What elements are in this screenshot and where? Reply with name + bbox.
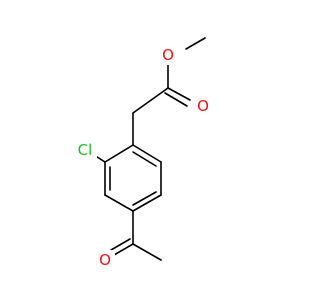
- bond-carbonyl-double-a: [167, 87, 191, 101]
- bond-ring-4-5: [132, 194, 162, 212]
- bond-ring-inner-2: [132, 191, 157, 206]
- bond-methyl-ester-o: [185, 37, 206, 50]
- structure-canvas: O O Cl O: [73, 37, 213, 270]
- molecule-diagram: O O Cl O: [73, 37, 213, 270]
- bond-ring-6-1: [132, 144, 162, 163]
- chlorine-mask: [73, 140, 97, 160]
- bond-ketone-double-b: [110, 238, 131, 251]
- carbonyl-o-mask: [193, 96, 213, 116]
- bond-carbonyl-ch2: [132, 87, 169, 114]
- atom-labels: O O Cl O: [73, 45, 213, 270]
- bond-ketone-methyl: [132, 243, 162, 261]
- ketone-o-label: O: [99, 251, 111, 269]
- bonds: [93, 37, 206, 261]
- ester-o-label: O: [162, 46, 174, 64]
- ester-o-mask: [158, 45, 178, 65]
- chlorine-label: Cl: [78, 141, 93, 159]
- bond-ring-inner-3: [132, 151, 157, 167]
- bond-ketone-double-a: [113, 243, 134, 256]
- carbonyl-o-label: O: [197, 97, 209, 115]
- bond-carbonyl-double-b: [164, 92, 188, 107]
- bond-ring-3-4: [104, 194, 134, 212]
- ketone-o-mask: [95, 250, 115, 270]
- bond-ring-1-2: [104, 144, 134, 163]
